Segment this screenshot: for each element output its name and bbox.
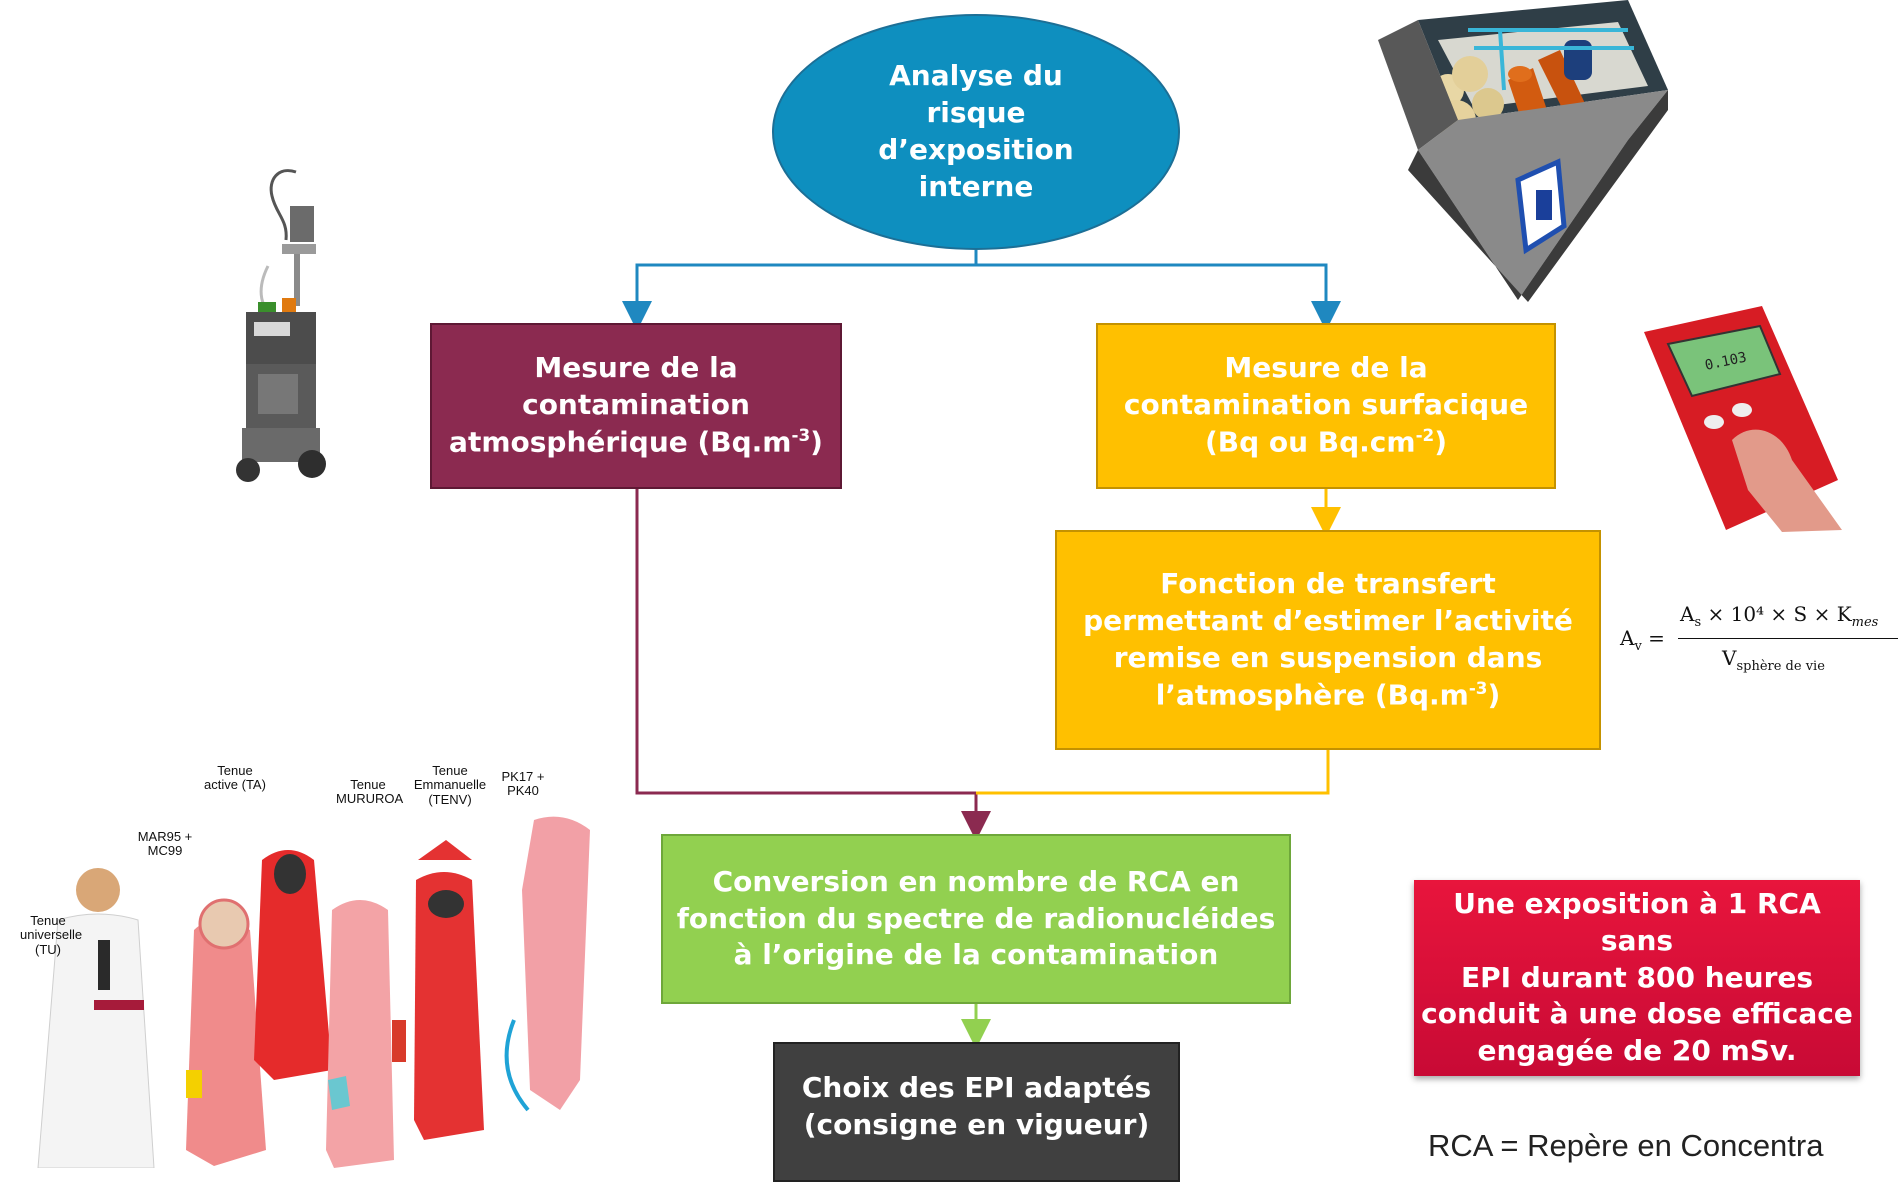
transfert-line-1: Fonction de transfert: [1160, 566, 1496, 600]
atm-line-1: Mesure de la: [534, 351, 738, 385]
note-line-1: Une exposition à 1 RCA sans: [1453, 886, 1821, 957]
surf-line-2: contamination surfacique: [1123, 388, 1529, 422]
conversion-line-2: fonction du spectre de radionucléides: [676, 901, 1276, 935]
formula-numerator: As × 10⁴ × S × Kmes: [1680, 602, 1879, 630]
analyse-risque-node: Analyse du risque d’exposition interne: [772, 14, 1180, 250]
suit-label-ta: Tenue active (TA): [204, 763, 266, 793]
note-line-4: engagée de 20 mSv.: [1477, 1034, 1797, 1068]
transfert-line-3: remise en suspension dans: [1113, 640, 1543, 674]
fonction-transfert-node: Fonction de transfert permettant d’estim…: [1055, 530, 1601, 750]
mesure-surfacique-node: Mesure de la contamination surfacique (B…: [1096, 323, 1556, 489]
formula-denominator: Vsphère de vie: [1722, 646, 1825, 674]
activity-formula: Av = As × 10⁴ × S × Kmes Vsphère de vie: [1620, 600, 1898, 680]
exposition-note-box: Une exposition à 1 RCA sans EPI durant 8…: [1414, 880, 1860, 1076]
conversion-line-1: Conversion en nombre de RCA en: [712, 864, 1240, 898]
atm-line-2: contamination: [522, 388, 750, 422]
note-line-2: EPI durant 800 heures: [1460, 960, 1814, 994]
analyse-line-4: interne: [918, 169, 1034, 203]
rca-legend: RCA = Repère en Concentra: [1428, 1128, 1824, 1163]
suit-label-mururoa: Tenue MURUROA: [336, 777, 404, 807]
surf-line-3: (Bq ou Bq.cm-2): [1204, 425, 1448, 459]
contamination-meter-image: 0.103: [1644, 306, 1842, 532]
mesure-atmospherique-node: Mesure de la contamination atmosphérique…: [430, 323, 842, 489]
surf-line-1: Mesure de la: [1224, 351, 1428, 385]
choix-line-2: (consigne en vigueur): [803, 1107, 1150, 1141]
note-line-3: conduit à une dose efficace: [1421, 997, 1853, 1031]
air-sampler-image: [236, 169, 326, 482]
oval-to-branches-connector: [622, 250, 1341, 331]
choix-epi-node: Choix des EPI adaptés (consigne en vigue…: [773, 1042, 1180, 1182]
analyse-line-3: d’exposition: [878, 133, 1074, 166]
formula-lhs: Av =: [1620, 626, 1665, 654]
suit-label-mar: MAR95 + MC99: [137, 829, 193, 859]
suit-label-tenv: Tenue Emmanuelle (TENV): [413, 763, 487, 807]
conversion-line-3: à l’origine de la contamination: [733, 938, 1219, 972]
transfert-line-2: permettant d’estimer l’activité: [1083, 603, 1573, 637]
suit-label-pk: PK17 + PK40: [501, 769, 545, 799]
contaminated-room-image: [1378, 0, 1668, 302]
analyse-line-2: risque: [926, 96, 1026, 130]
formula-fraction-bar: [1678, 638, 1898, 639]
transfert-line-4: l’atmosphère (Bq.m-3): [1155, 677, 1501, 712]
protective-suits-image: [37, 816, 590, 1168]
transfert-to-conversion-connector: [976, 750, 1330, 795]
choix-line-1: Choix des EPI adaptés: [801, 1071, 1152, 1104]
atm-line-3: atmosphérique (Bq.m-3): [449, 425, 823, 459]
atm-to-conversion-connector: [635, 489, 991, 841]
suit-label-tu: Tenue universelle (TU): [20, 913, 83, 957]
analyse-line-1: Analyse du: [889, 59, 1063, 93]
conversion-rca-node: Conversion en nombre de RCA en fonction …: [661, 834, 1291, 1004]
